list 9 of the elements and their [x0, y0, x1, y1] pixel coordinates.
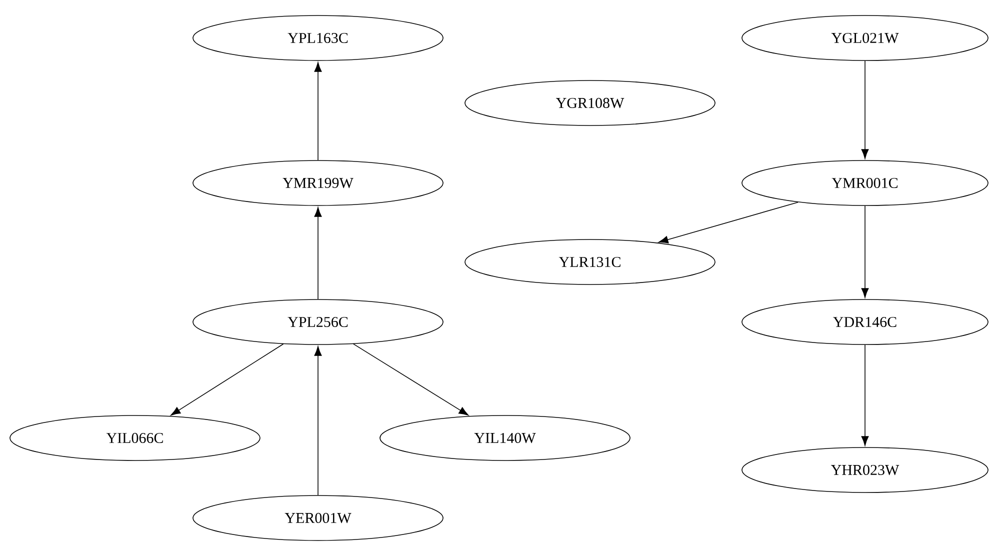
arrow — [861, 206, 869, 298]
arrow — [861, 344, 869, 446]
arrow — [314, 207, 322, 300]
arrow — [861, 60, 869, 159]
arrow — [353, 344, 469, 416]
arrow — [314, 62, 322, 160]
arrow — [658, 202, 798, 244]
arrow — [170, 344, 284, 416]
arrow — [314, 346, 322, 496]
